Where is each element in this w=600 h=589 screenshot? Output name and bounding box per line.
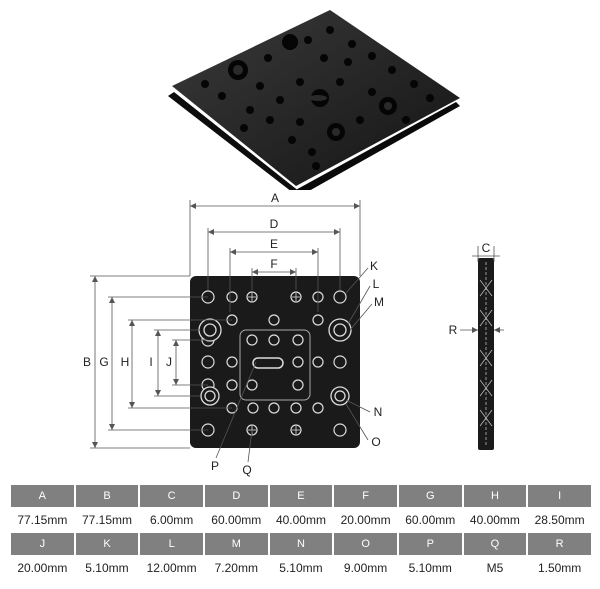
spec-value-cell: 7.20mm — [204, 557, 268, 579]
spec-header-row: J K L M N O P Q R — [11, 533, 591, 555]
spec-header-cell: L — [140, 533, 203, 555]
dim-label-c: C — [482, 241, 491, 255]
spec-value-row: 20.00mm 5.10mm 12.00mm 7.20mm 5.10mm 9.0… — [11, 557, 591, 579]
spec-value-cell: 5.10mm — [269, 557, 333, 579]
dim-label-d: D — [270, 217, 279, 231]
spec-value-cell: M5 — [463, 557, 527, 579]
dim-label-r: R — [449, 323, 458, 337]
spec-value-cell: 77.15mm — [75, 509, 139, 531]
spec-header-cell: P — [398, 533, 462, 555]
plate-side — [168, 92, 298, 190]
spec-table: A B C D E F G H I 77.15mm 77.15mm 6.00mm… — [9, 483, 593, 581]
dim-label-j: J — [166, 355, 172, 369]
dim-label-m: M — [374, 295, 384, 309]
spec-header-cell: C — [140, 485, 203, 507]
spec-value-cell: 20.00mm — [11, 557, 74, 579]
spec-value-cell: 40.00mm — [269, 509, 333, 531]
spec-value-cell: 5.10mm — [75, 557, 139, 579]
center-slot — [252, 357, 284, 369]
spec-header-cell: Q — [463, 533, 527, 555]
dim-label-l: L — [373, 277, 380, 291]
spec-value-cell: 12.00mm — [140, 557, 203, 579]
dim-label-a: A — [271, 191, 279, 205]
dim-label-e: E — [270, 237, 278, 251]
spec-header-cell: J — [11, 533, 74, 555]
spec-value-cell: 1.50mm — [528, 557, 591, 579]
spec-header-cell: I — [528, 485, 591, 507]
dim-label-p: P — [211, 459, 219, 473]
technical-drawing: A D E F B G H I J K L M N O P Q C R — [83, 191, 504, 477]
spec-value-cell: 20.00mm — [334, 509, 397, 531]
dim-label-k: K — [370, 259, 378, 273]
dim-label-n: N — [374, 405, 383, 419]
spec-header-row: A B C D E F G H I — [11, 485, 591, 507]
spec-header-cell: R — [528, 533, 591, 555]
counterbored-holes — [198, 318, 352, 406]
dim-label-g: G — [99, 355, 108, 369]
spec-value-cell: 77.15mm — [11, 509, 74, 531]
spec-header-cell: B — [75, 485, 139, 507]
spec-header-cell: N — [269, 533, 333, 555]
spec-header-cell: F — [334, 485, 397, 507]
product-photo — [168, 10, 460, 190]
spec-header-cell: M — [204, 533, 268, 555]
spec-value-cell: 60.00mm — [398, 509, 462, 531]
dim-label-h: H — [121, 355, 130, 369]
spec-header-cell: E — [269, 485, 333, 507]
spec-value-cell: 9.00mm — [334, 557, 397, 579]
spec-value-cell: 40.00mm — [463, 509, 527, 531]
spec-header-cell: H — [463, 485, 527, 507]
spec-value-cell: 60.00mm — [204, 509, 268, 531]
spec-header-cell: A — [11, 485, 74, 507]
spec-value-cell: 28.50mm — [528, 509, 591, 531]
spec-header-cell: G — [398, 485, 462, 507]
spec-value-row: 77.15mm 77.15mm 6.00mm 60.00mm 40.00mm 2… — [11, 509, 591, 531]
plate-holes — [201, 26, 434, 170]
dim-label-i: I — [149, 355, 152, 369]
spec-header-cell: D — [204, 485, 268, 507]
dim-label-o: O — [371, 435, 380, 449]
spec-value-cell: 6.00mm — [140, 509, 203, 531]
dim-label-b: B — [83, 355, 91, 369]
dim-label-f: F — [270, 257, 277, 271]
dim-label-q: Q — [242, 463, 251, 477]
spec-header-cell: O — [334, 533, 397, 555]
spec-value-cell: 5.10mm — [398, 557, 462, 579]
spec-header-cell: K — [75, 533, 139, 555]
side-profile — [478, 258, 494, 450]
plate-side-right — [295, 102, 460, 190]
